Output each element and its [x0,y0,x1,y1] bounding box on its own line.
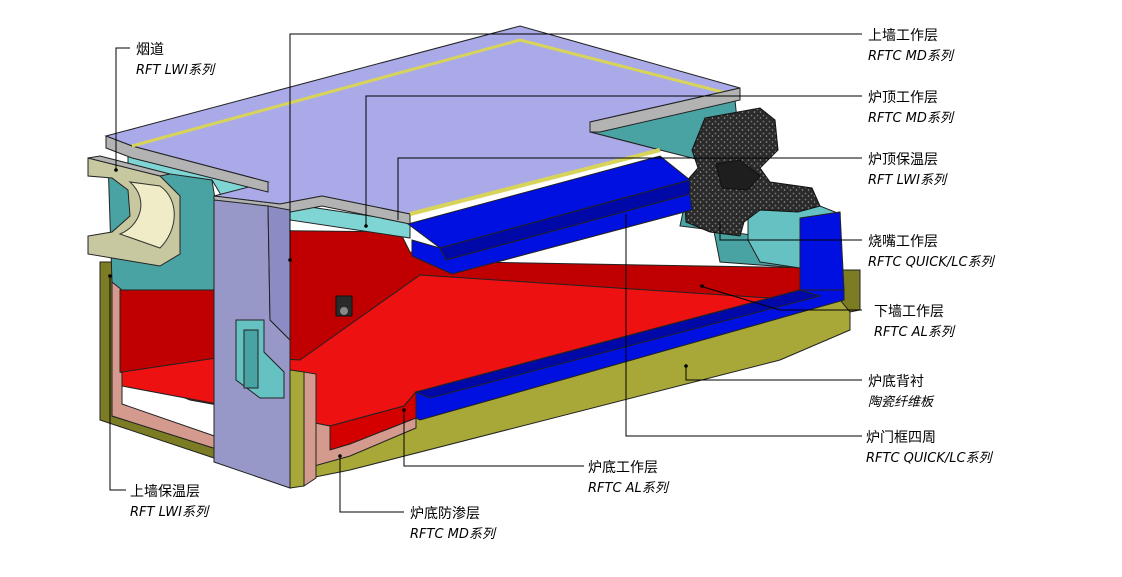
label-upper-wall-insulation-series: RFT LWI系列 [130,505,210,520]
fiber-notch [715,159,761,191]
leaders [108,33,862,513]
leader-dot-upper-wall-work [288,258,292,262]
roof-yellow-strip-front [409,148,661,216]
leader-hearth-backing [685,366,862,381]
leader-dot-upper-wall-insulation [108,274,112,278]
label-hearth-backing-name: 炉底背衬 [868,374,924,390]
label-hearth-seepage-series: RFTC MD系列 [410,527,497,542]
leader-dot-roof-work [364,224,368,228]
leader-dot-hearth-seepage [338,454,342,458]
leader-roof-work [365,95,862,226]
back-wall-vent-hole [340,307,348,315]
label-roof-insulation-series: RFT LWI系列 [868,173,948,188]
roof-slab [104,25,741,225]
flue-top [87,155,171,177]
leader-lower-wall-work [699,285,862,311]
label-hearth-work-name: 炉底工作层 [588,460,658,476]
leader-dot-flue [114,168,118,172]
label-flue-name: 烟道 [136,42,164,58]
leader-dot-hearth-backing [684,364,688,368]
leader-flue [115,47,130,170]
label-hearth-work-series: RFTC AL系列 [588,481,670,496]
label-flue-series: RFT LWI系列 [136,63,216,78]
leader-upper-wall-work [289,33,862,260]
leader-door-frame [625,214,862,437]
leader-dot-lower-wall-work [700,284,704,288]
callout-labels: 上墙工作层 RFTC MD系列 炉顶工作层 RFTC MD系列 炉顶保温层 RF… [130,28,996,542]
label-hearth-backing-series: 陶瓷纤维板 [868,395,935,410]
burner-block [406,155,845,421]
label-door-frame-series: RFTC QUICK/LC系列 [866,451,994,466]
leader-roof-insulation [397,157,862,220]
flue-hole [118,181,175,249]
label-hearth-seepage-name: 炉底防渗层 [410,506,480,522]
pillar-notch-inner [243,329,259,389]
hearth-blue-beam-top [414,289,822,399]
roof-yellow-strip [131,38,731,148]
label-roof-work-series: RFTC MD系列 [868,111,955,126]
label-roof-work-name: 炉顶工作层 [868,90,938,106]
pillar-side [267,205,291,342]
roof-right-edge [589,87,741,133]
pillar-pink-strip [303,371,317,487]
burner-front [411,193,693,275]
pillar-olive-strip [289,369,305,489]
label-upper-wall-work-name: 上墙工作层 [868,28,938,44]
label-burner-work-series: RFTC QUICK/LC系列 [868,255,996,270]
leader-upper-wall-insulation [109,276,126,491]
door-frame-pillar [213,199,317,489]
label-roof-insulation-name: 炉顶保温层 [868,152,938,168]
leader-hearth-work [403,410,584,467]
label-lower-wall-work-name: 下墙工作层 [874,304,944,320]
label-burner-work-name: 烧嘴工作层 [868,234,938,250]
flue-block [87,155,181,267]
leader-burner-work [719,222,862,241]
label-door-frame-name: 炉门框四周 [866,430,936,446]
label-lower-wall-work-series: RFTC AL系列 [874,325,956,340]
label-upper-wall-work-series: RFTC MD系列 [868,49,955,64]
leader-hearth-seepage [339,456,404,513]
label-upper-wall-insulation-name: 上墙保温层 [130,484,200,500]
burner-right-post [799,211,845,297]
leader-dot-hearth-work [402,408,406,412]
